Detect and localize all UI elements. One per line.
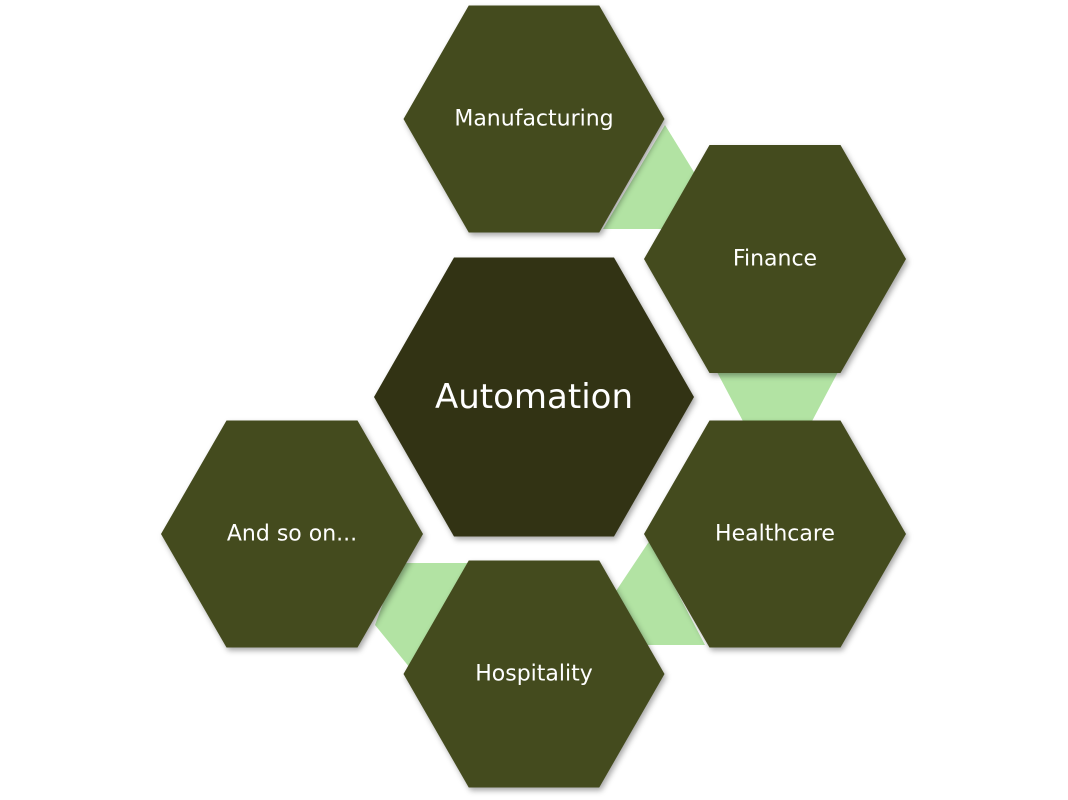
node-label-manufacturing: Manufacturing <box>454 106 614 132</box>
connector-hospitality-andsoon <box>375 563 470 668</box>
hex-manufacturing <box>403 5 665 233</box>
hex-finance <box>644 145 906 373</box>
hex-automation-center <box>374 257 694 537</box>
hex-and-so-on <box>161 420 423 648</box>
center-label-automation: Automation <box>434 377 634 417</box>
hex-healthcare <box>644 420 906 648</box>
hex-hospitality <box>403 560 665 788</box>
node-label-healthcare: Healthcare <box>715 521 835 547</box>
node-label-finance: Finance <box>732 246 818 272</box>
node-label-hospitality: Hospitality <box>475 661 593 687</box>
connector-finance-healthcare <box>717 372 838 425</box>
connector-healthcare-hospitality <box>610 540 705 645</box>
node-label-and-so-on: And so on... <box>226 521 358 547</box>
